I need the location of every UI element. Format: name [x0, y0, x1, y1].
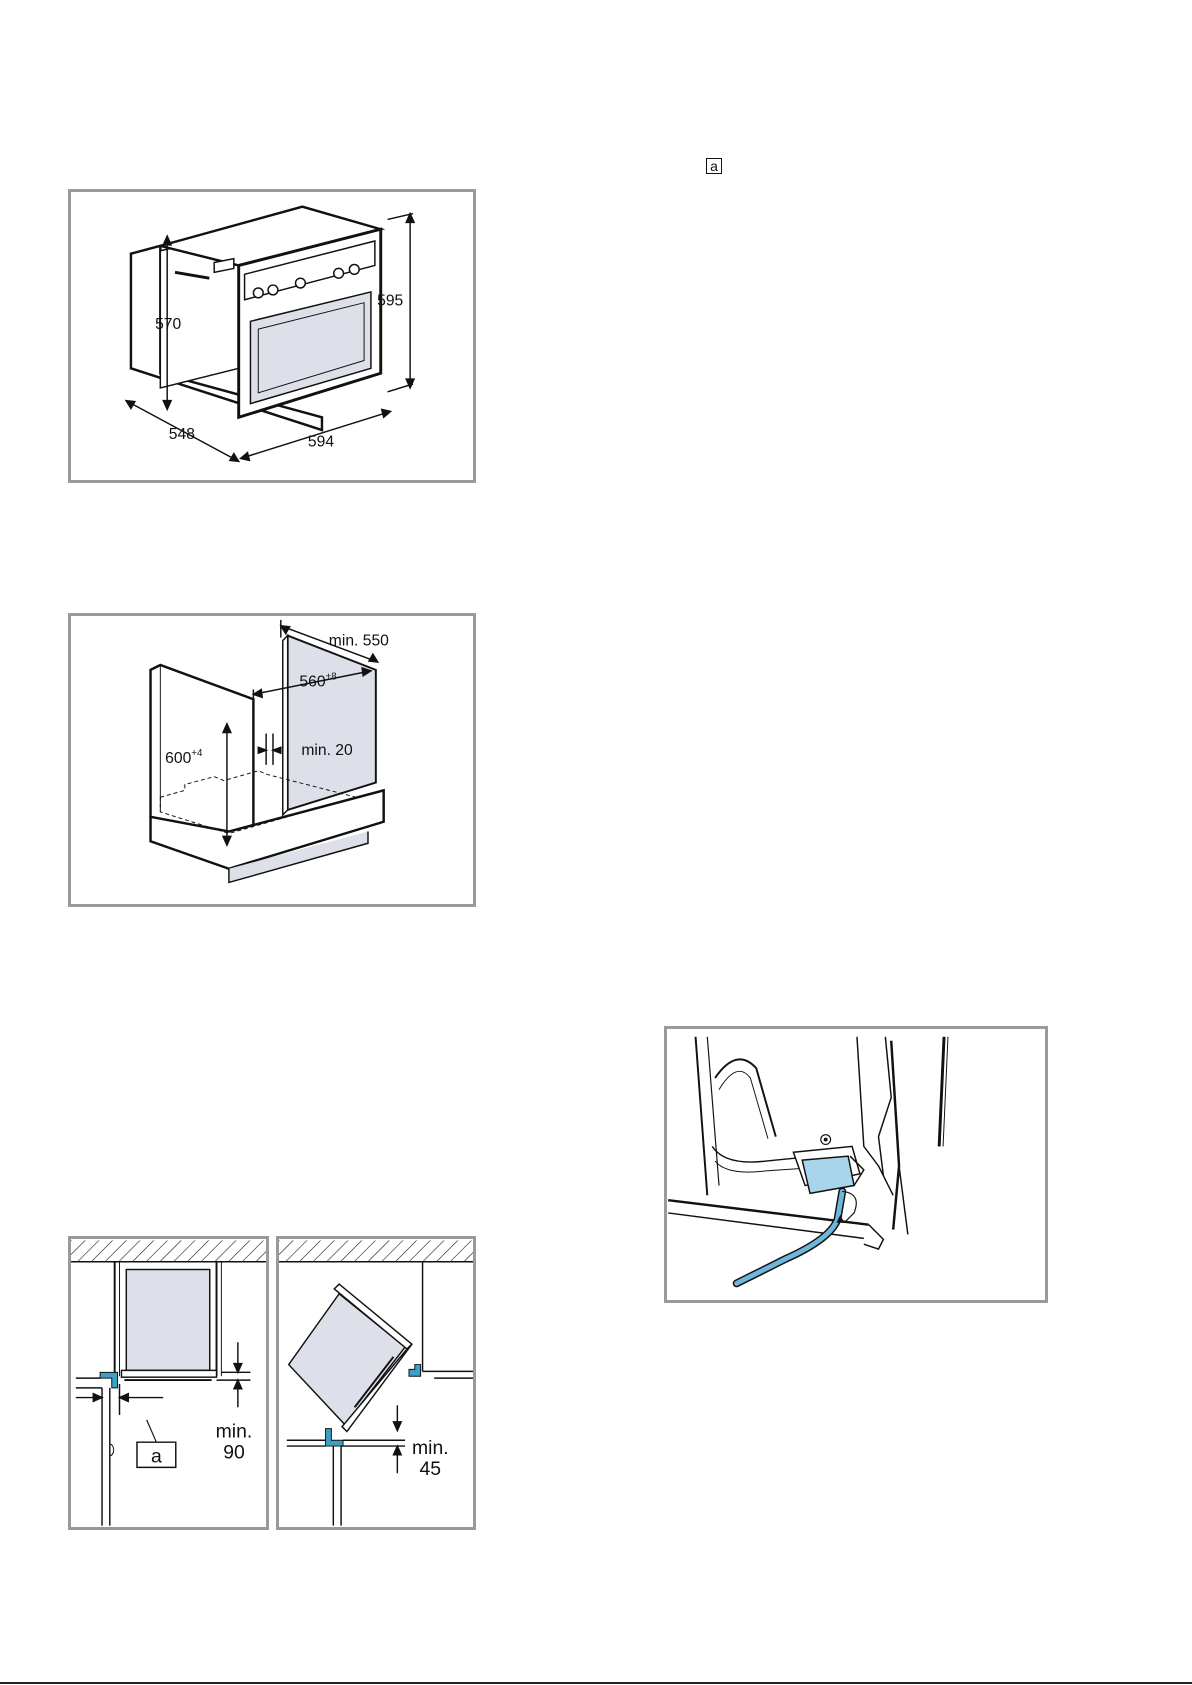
cabinet-gap-label: min. 20 — [301, 742, 353, 759]
clearance-corner-drawing: min. 45 — [279, 1239, 473, 1527]
clearance-straight-marker: a — [151, 1446, 162, 1468]
cable-connection-drawing — [667, 1029, 1045, 1300]
cable-connection-figure — [664, 1026, 1048, 1303]
clearance-straight-drawing: a min. 90 — [71, 1239, 266, 1527]
oven-dimensions-figure: 595 570 548 594 — [68, 189, 476, 483]
clearance-corner-min-label: min. — [412, 1437, 449, 1459]
cabinet-width-base: 560 — [299, 674, 325, 691]
clearance-corner-figure: min. 45 — [276, 1236, 476, 1530]
cabinet-height-tol: +4 — [191, 748, 203, 759]
legend-marker-a: a — [706, 158, 722, 174]
oven-width-label: 594 — [308, 434, 334, 451]
cabinet-drawing: min. 550 560+8 600+4 min. 20 — [71, 616, 473, 904]
cabinet-depth-label: min. 550 — [329, 632, 389, 649]
clearance-straight-min-value: 90 — [223, 1442, 245, 1464]
cabinet-height-base: 600 — [165, 750, 191, 767]
clearance-corner-min-value: 45 — [420, 1458, 442, 1480]
oven-inner-height-label: 570 — [155, 316, 181, 333]
clearance-straight-min-label: min. — [216, 1420, 253, 1442]
cabinet-width-tol: +8 — [326, 672, 338, 683]
oven-depth-label: 548 — [169, 426, 195, 443]
oven-height-label: 595 — [377, 293, 403, 310]
cabinet-dimensions-figure: min. 550 560+8 600+4 min. 20 — [68, 613, 476, 907]
page-bottom-rule — [0, 1682, 1192, 1684]
clearance-straight-figure: a min. 90 — [68, 1236, 269, 1530]
oven-drawing: 595 570 548 594 — [71, 192, 473, 480]
